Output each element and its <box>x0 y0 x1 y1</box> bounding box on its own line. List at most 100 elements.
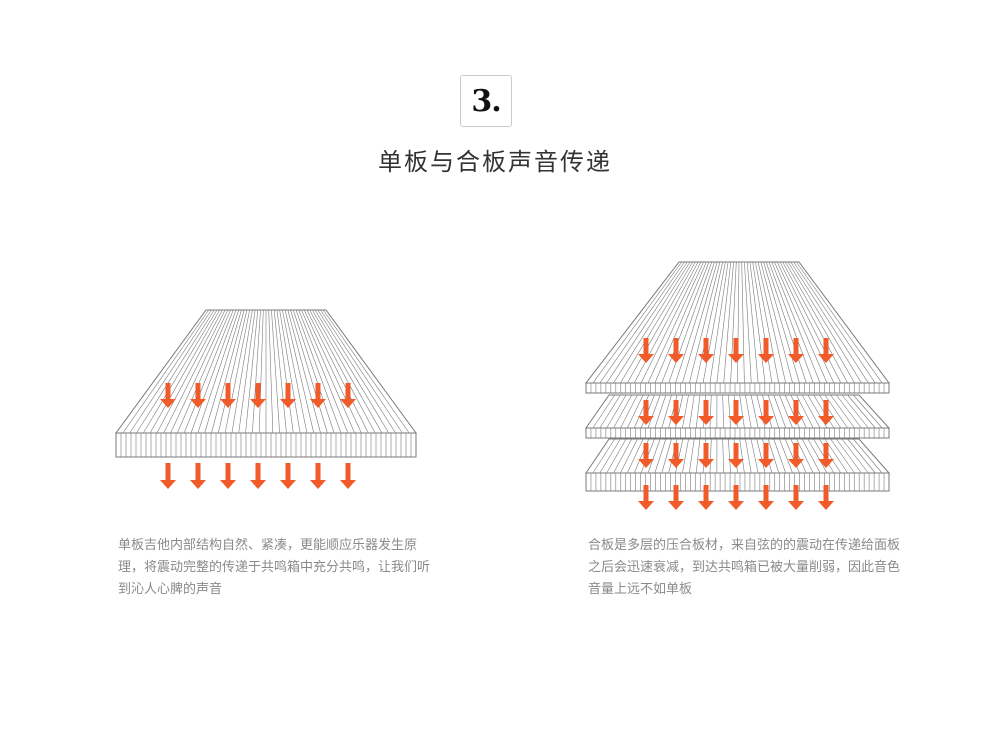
plywood-layer-1-grain <box>744 261 752 384</box>
single-board-layer-grain <box>276 309 294 434</box>
plywood-layer-3-grain <box>675 438 684 474</box>
single-board-layer-grain <box>314 309 389 434</box>
plywood-layer-3-grain <box>722 438 725 474</box>
single-board-layer-grain <box>298 309 349 434</box>
down-arrow-icon <box>698 485 714 510</box>
down-arrow-icon <box>340 383 356 408</box>
plywood-layer-2-grain <box>627 394 644 429</box>
plywood-layer-1-grain <box>768 261 814 384</box>
plywood-layer-1-grain <box>776 261 835 384</box>
down-arrow-icon <box>638 443 654 468</box>
plywood-layer-3-grain <box>773 438 786 474</box>
single-board-layer-grain <box>224 309 250 434</box>
down-arrow-icon <box>250 463 266 489</box>
plywood-layer-3-grain <box>661 438 672 474</box>
plywood-layer-1-grain <box>599 261 685 384</box>
single-board-layer-grain <box>156 309 223 434</box>
down-arrow-icon <box>220 383 236 408</box>
single-board-illustration <box>115 309 417 489</box>
down-arrow-icon <box>160 463 176 489</box>
step-number-badge: 3. <box>460 75 512 127</box>
plywood-layer-1-grain <box>782 261 848 384</box>
down-arrow-icon <box>788 443 804 468</box>
plywood-layer-2-grain <box>599 394 621 429</box>
plywood-layer-2-grain <box>796 394 814 429</box>
plywood-layer-1-grain <box>702 261 726 384</box>
plywood-illustration <box>584 261 891 510</box>
single-board-layer-grain <box>204 309 242 434</box>
single-board-layer-grain <box>238 309 256 434</box>
plywood-layer-2-grain <box>773 394 786 429</box>
down-arrow-icon <box>190 463 206 489</box>
plywood-layer-3-grain <box>627 438 644 474</box>
down-arrow-icon <box>220 463 236 489</box>
plywood-layer-1-grain <box>752 261 773 384</box>
plywood-layer-1-grain <box>627 261 696 384</box>
plywood-layer-3-grain <box>739 438 745 474</box>
plywood-layer-2-grain <box>767 394 780 429</box>
plywood-layer-3-grain <box>847 438 876 474</box>
down-arrow-icon <box>250 383 266 408</box>
plywood-layer-2-grain <box>779 394 793 429</box>
plywood-layer-1-grain <box>737 261 740 384</box>
plywood-description: 合板是多层的压合板材，来自弦的的震动在传递给面板之后会迅速衰减，到达共鸣箱已被大… <box>588 538 901 597</box>
plywood-layer-1-grain <box>787 261 862 384</box>
single-board-layer-grain <box>312 309 383 434</box>
single-board <box>115 309 417 458</box>
plywood-layer-2-grain <box>750 394 759 429</box>
plywood-layer-1 <box>584 261 890 394</box>
plywood-layer-2-grain <box>739 394 745 429</box>
down-arrow-icon <box>728 443 744 468</box>
plywood-layer-3-grain <box>682 438 689 474</box>
plywood-layer-2-edge <box>585 427 890 439</box>
single-board-layer-grain <box>231 309 253 434</box>
down-arrow-icon <box>788 400 804 425</box>
down-arrow-icon <box>160 383 176 408</box>
page-title: 单板与合板声音传递 <box>378 148 612 176</box>
single-board-layer-grain <box>149 309 220 434</box>
plywood-layer-1-grain <box>695 261 723 384</box>
plywood-layer-2-grain <box>592 394 615 429</box>
plywood-layer-2-grain <box>688 394 695 429</box>
single-board-layer-grain <box>129 309 212 434</box>
plywood-layer-3-grain <box>824 438 848 474</box>
plywood-layer-1-grain <box>709 261 729 384</box>
plywood-layer-3 <box>585 438 891 492</box>
down-arrow-icon <box>668 400 684 425</box>
down-arrow-icon <box>310 383 326 408</box>
plywood-layer-3-grain <box>836 438 862 474</box>
plywood-layer-1-grain <box>760 261 793 384</box>
plywood-layer-3-grain <box>767 438 780 474</box>
plywood-layer-2-grain <box>722 394 725 429</box>
plywood-layer-3-grain <box>695 438 701 474</box>
plywood-layer-1-grain <box>774 261 828 384</box>
down-arrow-icon <box>698 443 714 468</box>
plywood-layer-1-edge <box>585 382 890 394</box>
plywood-layer-3-grain <box>818 438 842 474</box>
single-board-layer <box>115 309 417 458</box>
plywood-layer-2-grain <box>818 394 842 429</box>
plywood-layer-3-grain <box>830 438 855 474</box>
plywood-layer-3-grain <box>599 438 621 474</box>
plywood-layer-1-grain <box>661 261 710 384</box>
down-arrow-icon <box>280 463 296 489</box>
down-arrow-icon <box>758 338 774 363</box>
plywood-layer-1-grain <box>647 261 704 384</box>
plywood-layer-1-grain <box>763 261 800 384</box>
plywood-layer-3-grain <box>709 438 712 474</box>
single-board-layer-grain <box>290 309 328 434</box>
plywood-layer-2-grain <box>790 394 807 429</box>
single-board-layer-grain <box>183 309 234 434</box>
single-board-layer-grain <box>295 309 342 434</box>
plywood-layer-1-grain <box>749 261 766 384</box>
single-board-layer-grain <box>320 309 403 434</box>
single-board-layer-grain <box>284 309 315 434</box>
single-board-description: 单板吉他内部结构自然、紧凑，更能顺应乐器发生原理，将震动完整的传递于共鸣箱中充分… <box>118 538 431 597</box>
plywood-layer-3-grain <box>606 438 627 474</box>
plywood-layer-1-grain <box>668 261 713 384</box>
down-arrow-icon <box>758 443 774 468</box>
plywood-layer-1-grain <box>613 261 691 384</box>
plywood-layer-2-grain <box>847 394 876 429</box>
down-arrow-icon <box>758 485 774 510</box>
plywood-layer-1-grain <box>633 261 699 384</box>
